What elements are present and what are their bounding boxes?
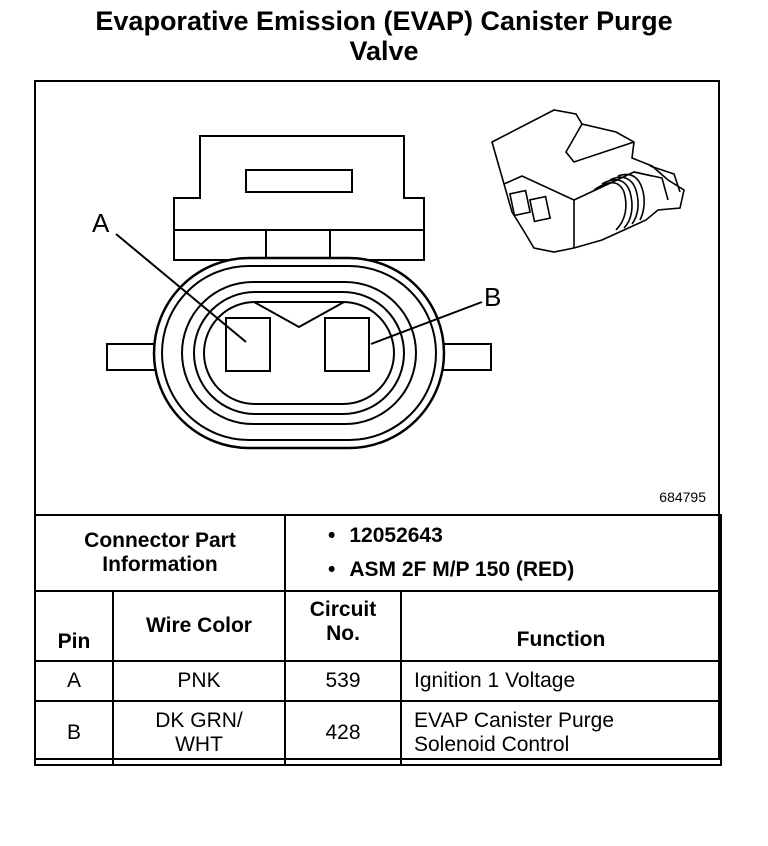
connector-diagram: A B 684795	[34, 80, 720, 515]
latch-housing	[173, 135, 425, 231]
header-function: Function	[400, 590, 722, 662]
page-title: Evaporative Emission (EVAP) Canister Pur…	[0, 6, 768, 66]
table-row: B DK GRN/ WHT 428 EVAP Canister Purge So…	[34, 700, 722, 766]
seal-ring	[181, 281, 417, 425]
cell-wire-color: PNK	[112, 660, 286, 702]
cell-circuit: 539	[284, 660, 402, 702]
header-pin: Pin	[34, 590, 114, 662]
outer-rim	[161, 265, 437, 441]
label-b: B	[484, 282, 502, 312]
cell-pin: B	[34, 700, 114, 766]
connector-info-table: Connector Part Information 12052643 ASM …	[34, 514, 722, 766]
connector-face-drawing	[106, 109, 685, 450]
cell-circuit: 428	[284, 700, 402, 766]
title-line-2: Valve	[349, 36, 419, 66]
keying-notch	[253, 301, 345, 329]
label-a: A	[92, 208, 110, 238]
table-row: A PNK 539 Ignition 1 Voltage	[34, 660, 722, 702]
terminal-b	[324, 317, 370, 372]
cell-function: Ignition 1 Voltage	[400, 660, 722, 702]
latch-tab	[265, 229, 331, 261]
cell-pin: A	[34, 660, 114, 702]
header-circuit: Circuit No.	[284, 590, 402, 662]
connector-part-header: Connector Part Information	[34, 514, 286, 592]
column-header-row: Pin Wire Color Circuit No. Function	[34, 590, 722, 662]
right-ear	[438, 343, 492, 371]
outer-body	[152, 256, 446, 450]
header-wire-color: Wire Color	[112, 590, 286, 662]
latch-window	[245, 169, 353, 193]
left-ear	[106, 343, 160, 371]
connector-part-numbers: 12052643 ASM 2F M/P 150 (RED)	[284, 514, 722, 592]
cell-function: EVAP Canister Purge Solenoid Control	[400, 700, 722, 766]
part-number-item: 12052643	[328, 519, 714, 553]
cavity	[203, 301, 395, 405]
leader-line-b	[370, 301, 483, 345]
inner-ring	[193, 291, 405, 415]
connector-isometric-view	[491, 109, 685, 253]
connector-part-row: Connector Part Information 12052643 ASM …	[34, 514, 722, 592]
diagram-part-number: 684795	[659, 489, 706, 505]
part-number-item: ASM 2F M/P 150 (RED)	[328, 553, 714, 587]
title-line-1: Evaporative Emission (EVAP) Canister Pur…	[95, 6, 673, 36]
cell-wire-color: DK GRN/ WHT	[112, 700, 286, 766]
terminal-a	[225, 317, 271, 372]
leader-line-a	[115, 233, 247, 343]
